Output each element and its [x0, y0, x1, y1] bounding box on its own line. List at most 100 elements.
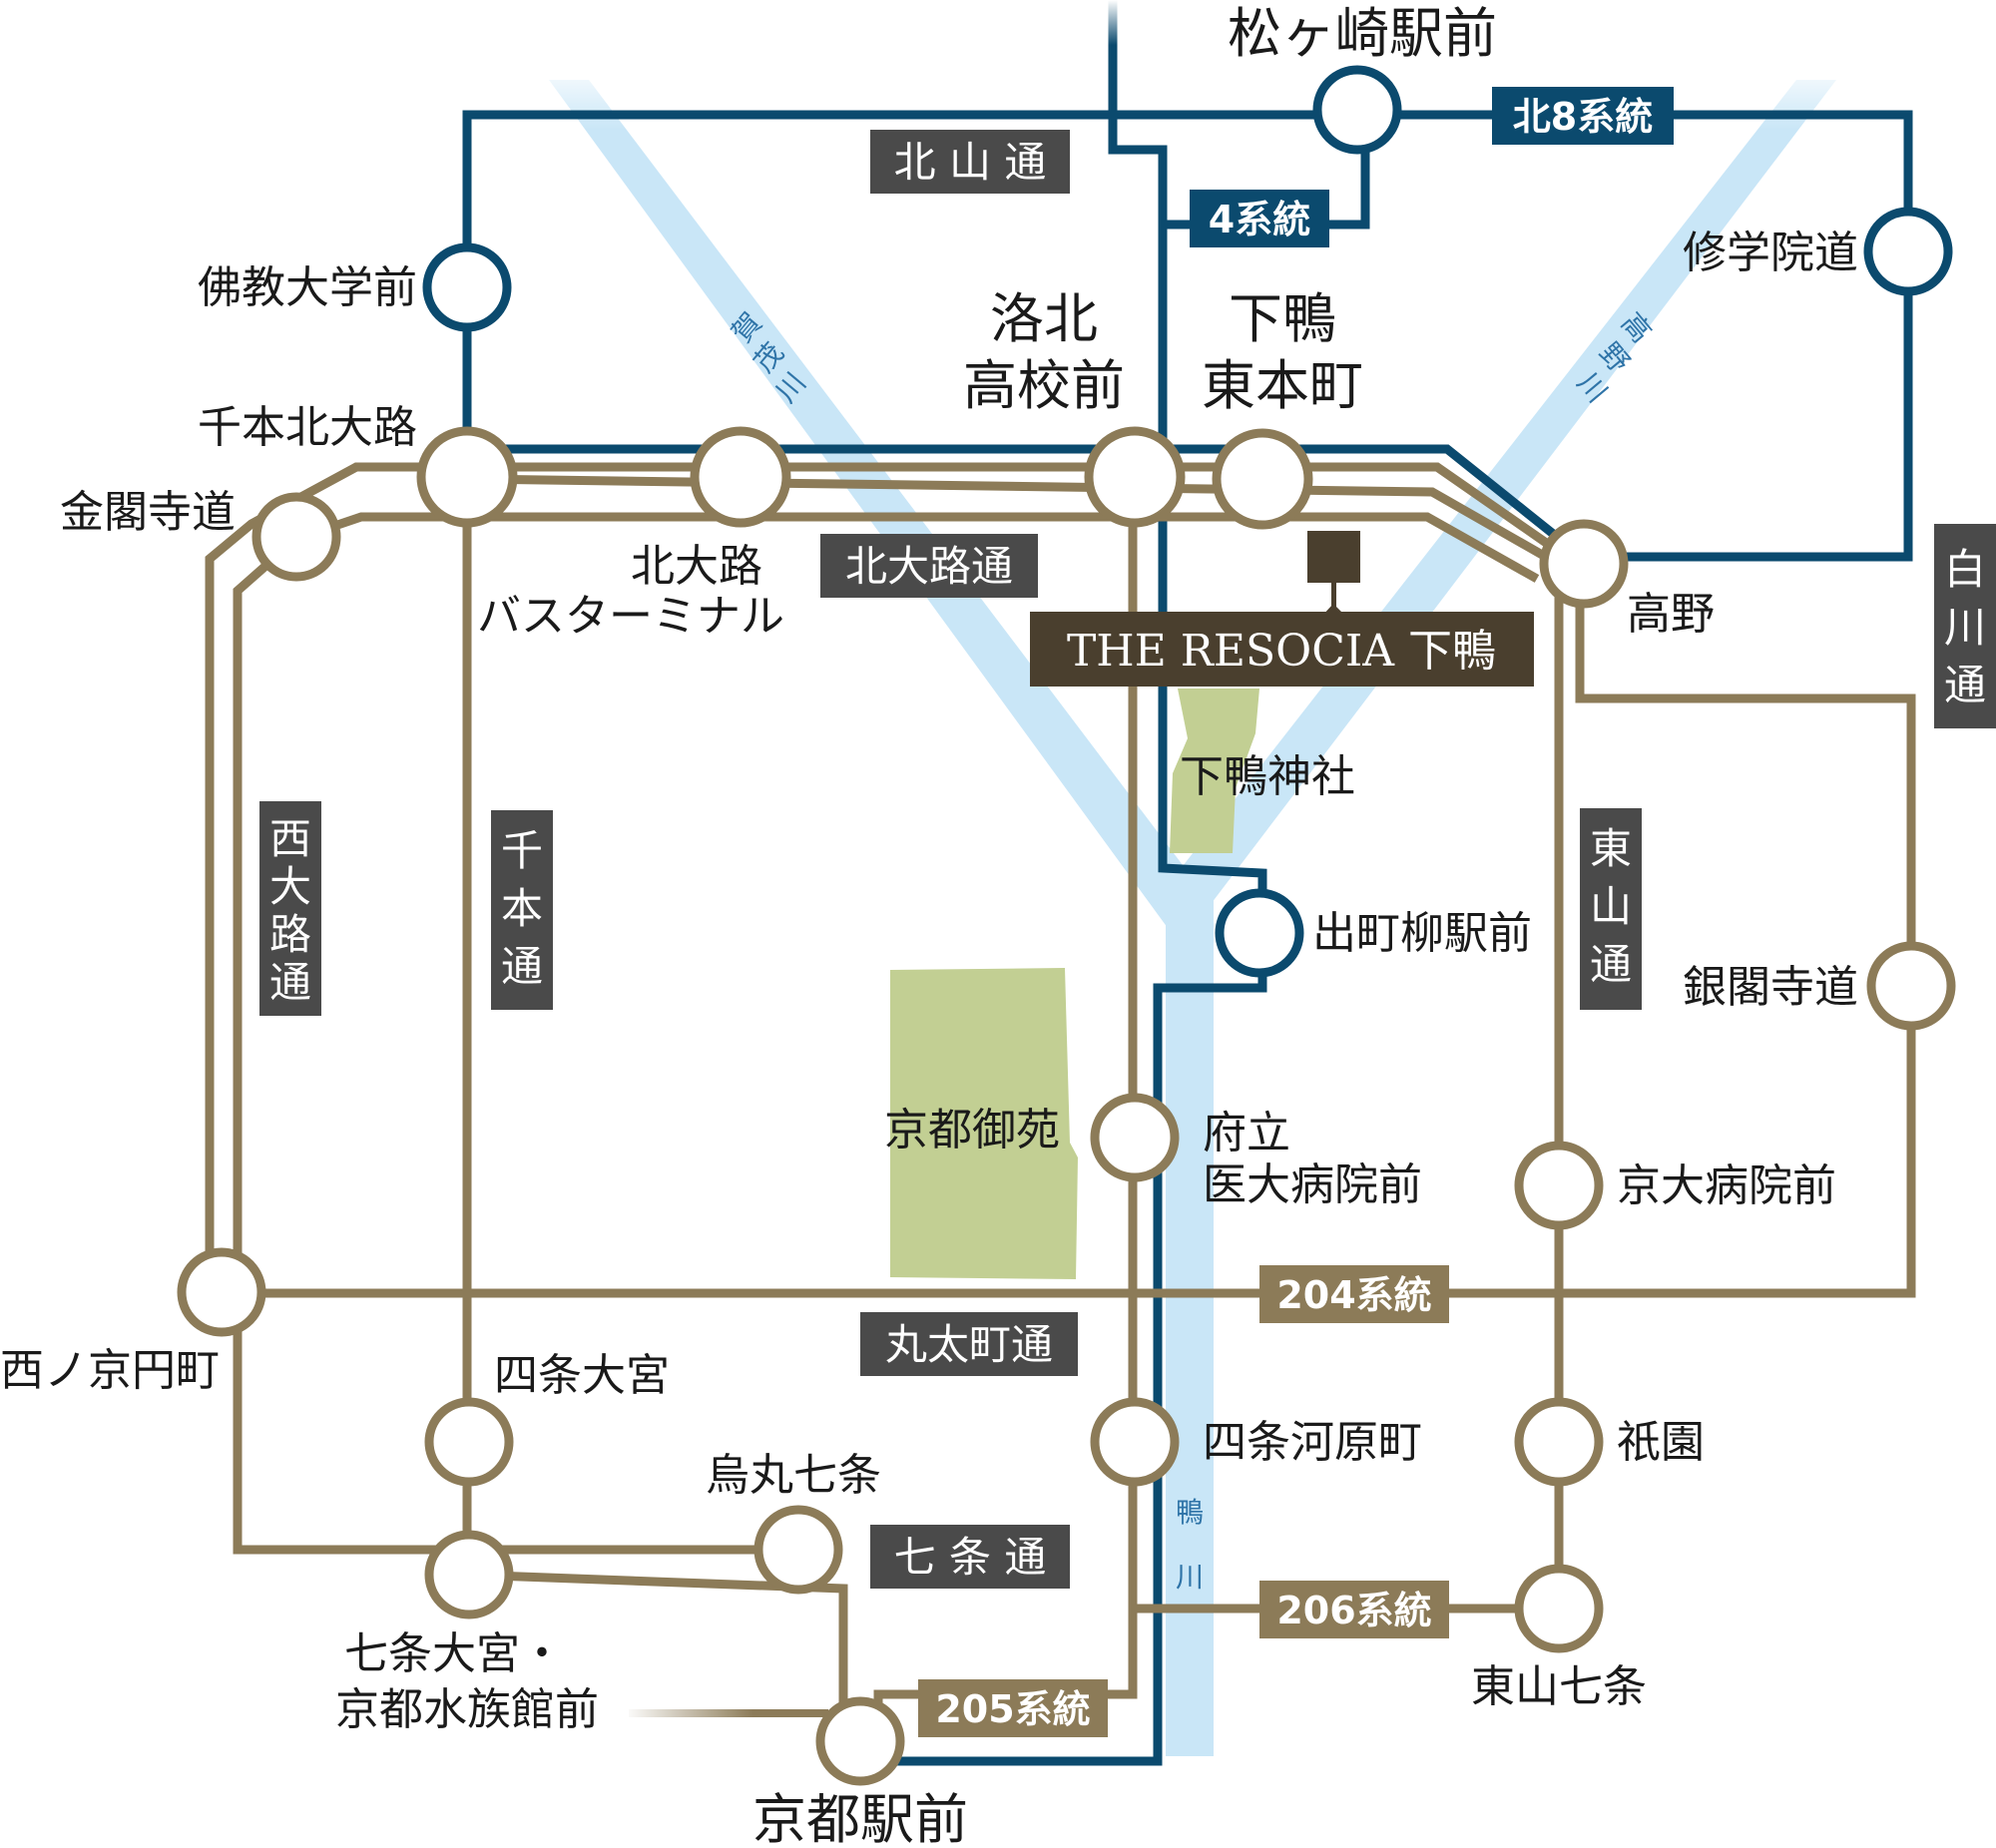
- stops: [177, 65, 1956, 1786]
- route-204-text: 204系統: [1276, 1273, 1431, 1317]
- stop-furitsu: [1090, 1093, 1180, 1182]
- label-takano: 高野: [1627, 589, 1715, 640]
- stop-ginkakuji: [1866, 941, 1956, 1031]
- route-nishioji-loop: [233, 1282, 798, 1555]
- route-204-badge: [1259, 1265, 1449, 1323]
- top-fade: [1078, 0, 1158, 45]
- route-206-badge: [1259, 1581, 1449, 1638]
- road-shichijo: [870, 1525, 1070, 1589]
- stop-bukkyo: [422, 242, 512, 332]
- stop-higashiyama-shichijo: [1514, 1564, 1604, 1653]
- kamo-2: 川: [1176, 1561, 1204, 1594]
- label-gion: 祇園: [1617, 1417, 1705, 1468]
- shrine-label: 下鴨神社: [1180, 751, 1355, 802]
- stop-matsugasaki: [1312, 65, 1402, 155]
- stop-shugakuin: [1863, 207, 1953, 296]
- label-shichijo-omiya-2: 京都水族館前: [335, 1684, 599, 1735]
- route-upper-loop-line: [467, 444, 1585, 561]
- road-marutamachi-text: 丸太町通: [885, 1320, 1053, 1369]
- stop-shijo-kawaramachi: [1090, 1397, 1180, 1487]
- stop-kitaoji-bt: [690, 426, 791, 528]
- road-labels: 北 山 通 北大路通 丸太町通 七 条 通 白 川 通 西 大 路 通 千 本 …: [259, 130, 1996, 1589]
- property-badge: [1030, 612, 1534, 687]
- road-senbon-1: 千: [501, 826, 543, 875]
- property-marker: THE RESOCIA 下鴨: [1030, 531, 1534, 687]
- label-kyoto-station: 京都駅前: [752, 1788, 968, 1848]
- route-kita8-badge: [1492, 87, 1674, 145]
- label-rakuhoku-1: 洛北: [990, 287, 1098, 350]
- shimogamo-shrine-park: [1170, 689, 1259, 853]
- parks: [890, 689, 1259, 1279]
- route-kita8-text: 北8系統: [1513, 95, 1653, 139]
- road-higashiyama-1: 東: [1590, 824, 1632, 873]
- road-senbon: [491, 810, 553, 1010]
- route-4-badge: [1190, 190, 1329, 247]
- stop-shichijo-omiya: [424, 1530, 514, 1619]
- label-furitsu-1: 府立: [1203, 1108, 1290, 1158]
- label-senbon-kitaoji: 千本北大路: [198, 402, 417, 453]
- stop-kinkakuji: [251, 492, 341, 582]
- label-ginkakuji: 銀閣寺道: [1683, 962, 1858, 1013]
- stop-takano: [1539, 519, 1629, 609]
- route-kita8-line: [462, 110, 1913, 562]
- label-shimogamo-2: 東本町: [1202, 354, 1363, 417]
- label-furitsu-2: 医大病院前: [1203, 1159, 1422, 1210]
- road-nishioji: [259, 801, 321, 1016]
- road-kitayama-text: 北 山 通: [894, 138, 1047, 187]
- label-shimogamo-1: 下鴨: [1229, 287, 1336, 350]
- road-senbon-3: 通: [501, 942, 543, 991]
- kamo-river-upper: [549, 80, 1208, 928]
- stop-shijo-omiya: [424, 1397, 514, 1487]
- road-marutamachi: [860, 1312, 1078, 1376]
- stop-senbon-kitaoji: [416, 426, 518, 528]
- lower-left-fade: [624, 1701, 753, 1725]
- route-204-marutamachi: [225, 986, 1916, 1298]
- road-nishioji-1: 西: [269, 814, 311, 863]
- kamo-1: 鴨: [1176, 1496, 1204, 1529]
- label-higashiyama-shichijo: 東山七条: [1471, 1661, 1647, 1712]
- property-name: THE RESOCIA 下鴨: [1067, 626, 1496, 677]
- road-higashiyama: [1580, 808, 1642, 1010]
- label-rakuhoku-2: 高校前: [963, 354, 1125, 417]
- stop-kyoto-station: [815, 1696, 905, 1786]
- stop-demachi: [1215, 888, 1304, 978]
- road-shirakawa-2: 川: [1944, 603, 1986, 652]
- road-nishioji-4: 通: [269, 958, 311, 1007]
- gyoen-label: 京都御苑: [884, 1105, 1060, 1155]
- stop-rakuhoku: [1084, 426, 1186, 528]
- route-205-text: 205系統: [935, 1687, 1090, 1731]
- label-bukkyo: 佛教大学前: [198, 262, 417, 313]
- road-shirakawa-3: 通: [1944, 661, 1986, 709]
- stop-shimogamo: [1212, 428, 1313, 530]
- label-shichijo-omiya-1: 七条大宮・: [344, 1628, 564, 1679]
- route-206-text: 206系統: [1276, 1589, 1431, 1632]
- road-senbon-2: 本: [501, 884, 543, 933]
- route-labels: 4系統 北8系統 204系統 206系統 205系統: [918, 87, 1674, 1737]
- label-demachi: 出町柳駅前: [1312, 908, 1532, 959]
- property-pin-stem: [1331, 583, 1336, 611]
- label-kitaoji-bt-1: 北大路: [631, 541, 762, 592]
- road-shirakawa-1: 白: [1944, 545, 1986, 594]
- label-shijo-omiya: 四条大宮: [494, 1350, 670, 1401]
- road-kitayama: [870, 130, 1070, 194]
- route-senbon-line: [462, 479, 848, 1726]
- stop-karasuma-shichijo: [753, 1505, 843, 1595]
- label-kyodai: 京大病院前: [1617, 1160, 1836, 1211]
- road-higashiyama-3: 通: [1590, 940, 1632, 989]
- label-kitaoji-bt-2: バスターミナル: [477, 591, 784, 642]
- road-nishioji-2: 大: [269, 862, 311, 911]
- stop-kyodai: [1514, 1141, 1604, 1230]
- road-kitaoji: [820, 534, 1038, 598]
- stop-nishinokyo: [177, 1247, 266, 1337]
- kamo-river: [1166, 898, 1214, 1756]
- label-kinkakuji: 金閣寺道: [60, 487, 236, 538]
- route-4-text: 4系統: [1209, 198, 1310, 241]
- route-205-badge: [918, 1679, 1108, 1737]
- label-matsugasaki: 松ヶ崎駅前: [1228, 2, 1497, 65]
- road-nishioji-3: 路: [269, 910, 311, 959]
- road-shirakawa: [1934, 524, 1996, 728]
- kyoto-gyoen-park: [890, 968, 1078, 1279]
- label-karasuma-shichijo: 烏丸七条: [706, 1450, 881, 1501]
- property-pin: [1307, 531, 1360, 583]
